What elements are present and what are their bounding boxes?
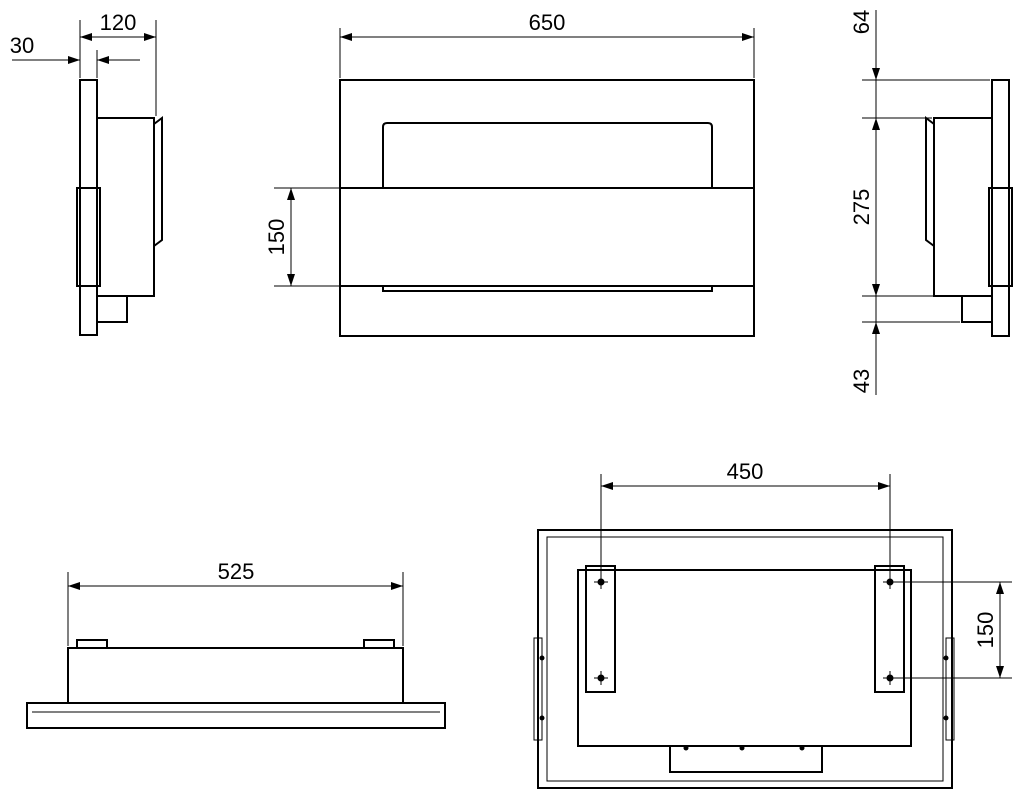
dim-bottom-offset: 43 [849,369,874,393]
wall-plate [991,79,1010,337]
base-plate [26,702,446,729]
wall-plate [79,79,98,336]
bottom-tray [96,295,128,323]
clip-right [945,637,955,741]
front-band [76,187,101,287]
box-lip [153,116,163,247]
lower-lip [382,286,713,292]
tab-left [76,639,108,649]
dim-side-depth: 120 [100,10,137,35]
tab-right [363,639,395,649]
bottom-tray [961,295,993,323]
dim-side-offset: 30 [10,33,34,58]
mounting-holes [594,575,897,685]
clip-left [533,637,543,741]
rear-box [577,569,912,747]
left-side-view: 120 30 [10,10,163,336]
front-band [988,187,1013,287]
rear-frame-inner [546,536,944,782]
burner-box [96,117,155,297]
dim-bracket-spacing: 450 [727,459,764,484]
dim-front-width: 650 [529,10,566,35]
front-band [339,187,755,287]
rear-view: 450 150 [533,459,1012,789]
glass-screen [382,122,713,188]
burner-body [67,647,404,704]
dim-band-height: 150 [264,219,289,256]
right-side-view: 64 275 43 [849,10,1013,395]
dim-hole-spacing: 150 [973,612,998,649]
rear-tray [669,745,823,773]
bottom-view: 525 [26,559,446,729]
dim-top-offset: 64 [849,10,874,34]
box-lip [925,116,935,247]
front-frame [339,79,755,337]
dim-body-width: 525 [218,559,255,584]
dim-box-height: 275 [849,189,874,226]
front-view: 650 150 [264,10,755,337]
rear-frame-outer [537,529,953,789]
burner-box [933,117,993,297]
